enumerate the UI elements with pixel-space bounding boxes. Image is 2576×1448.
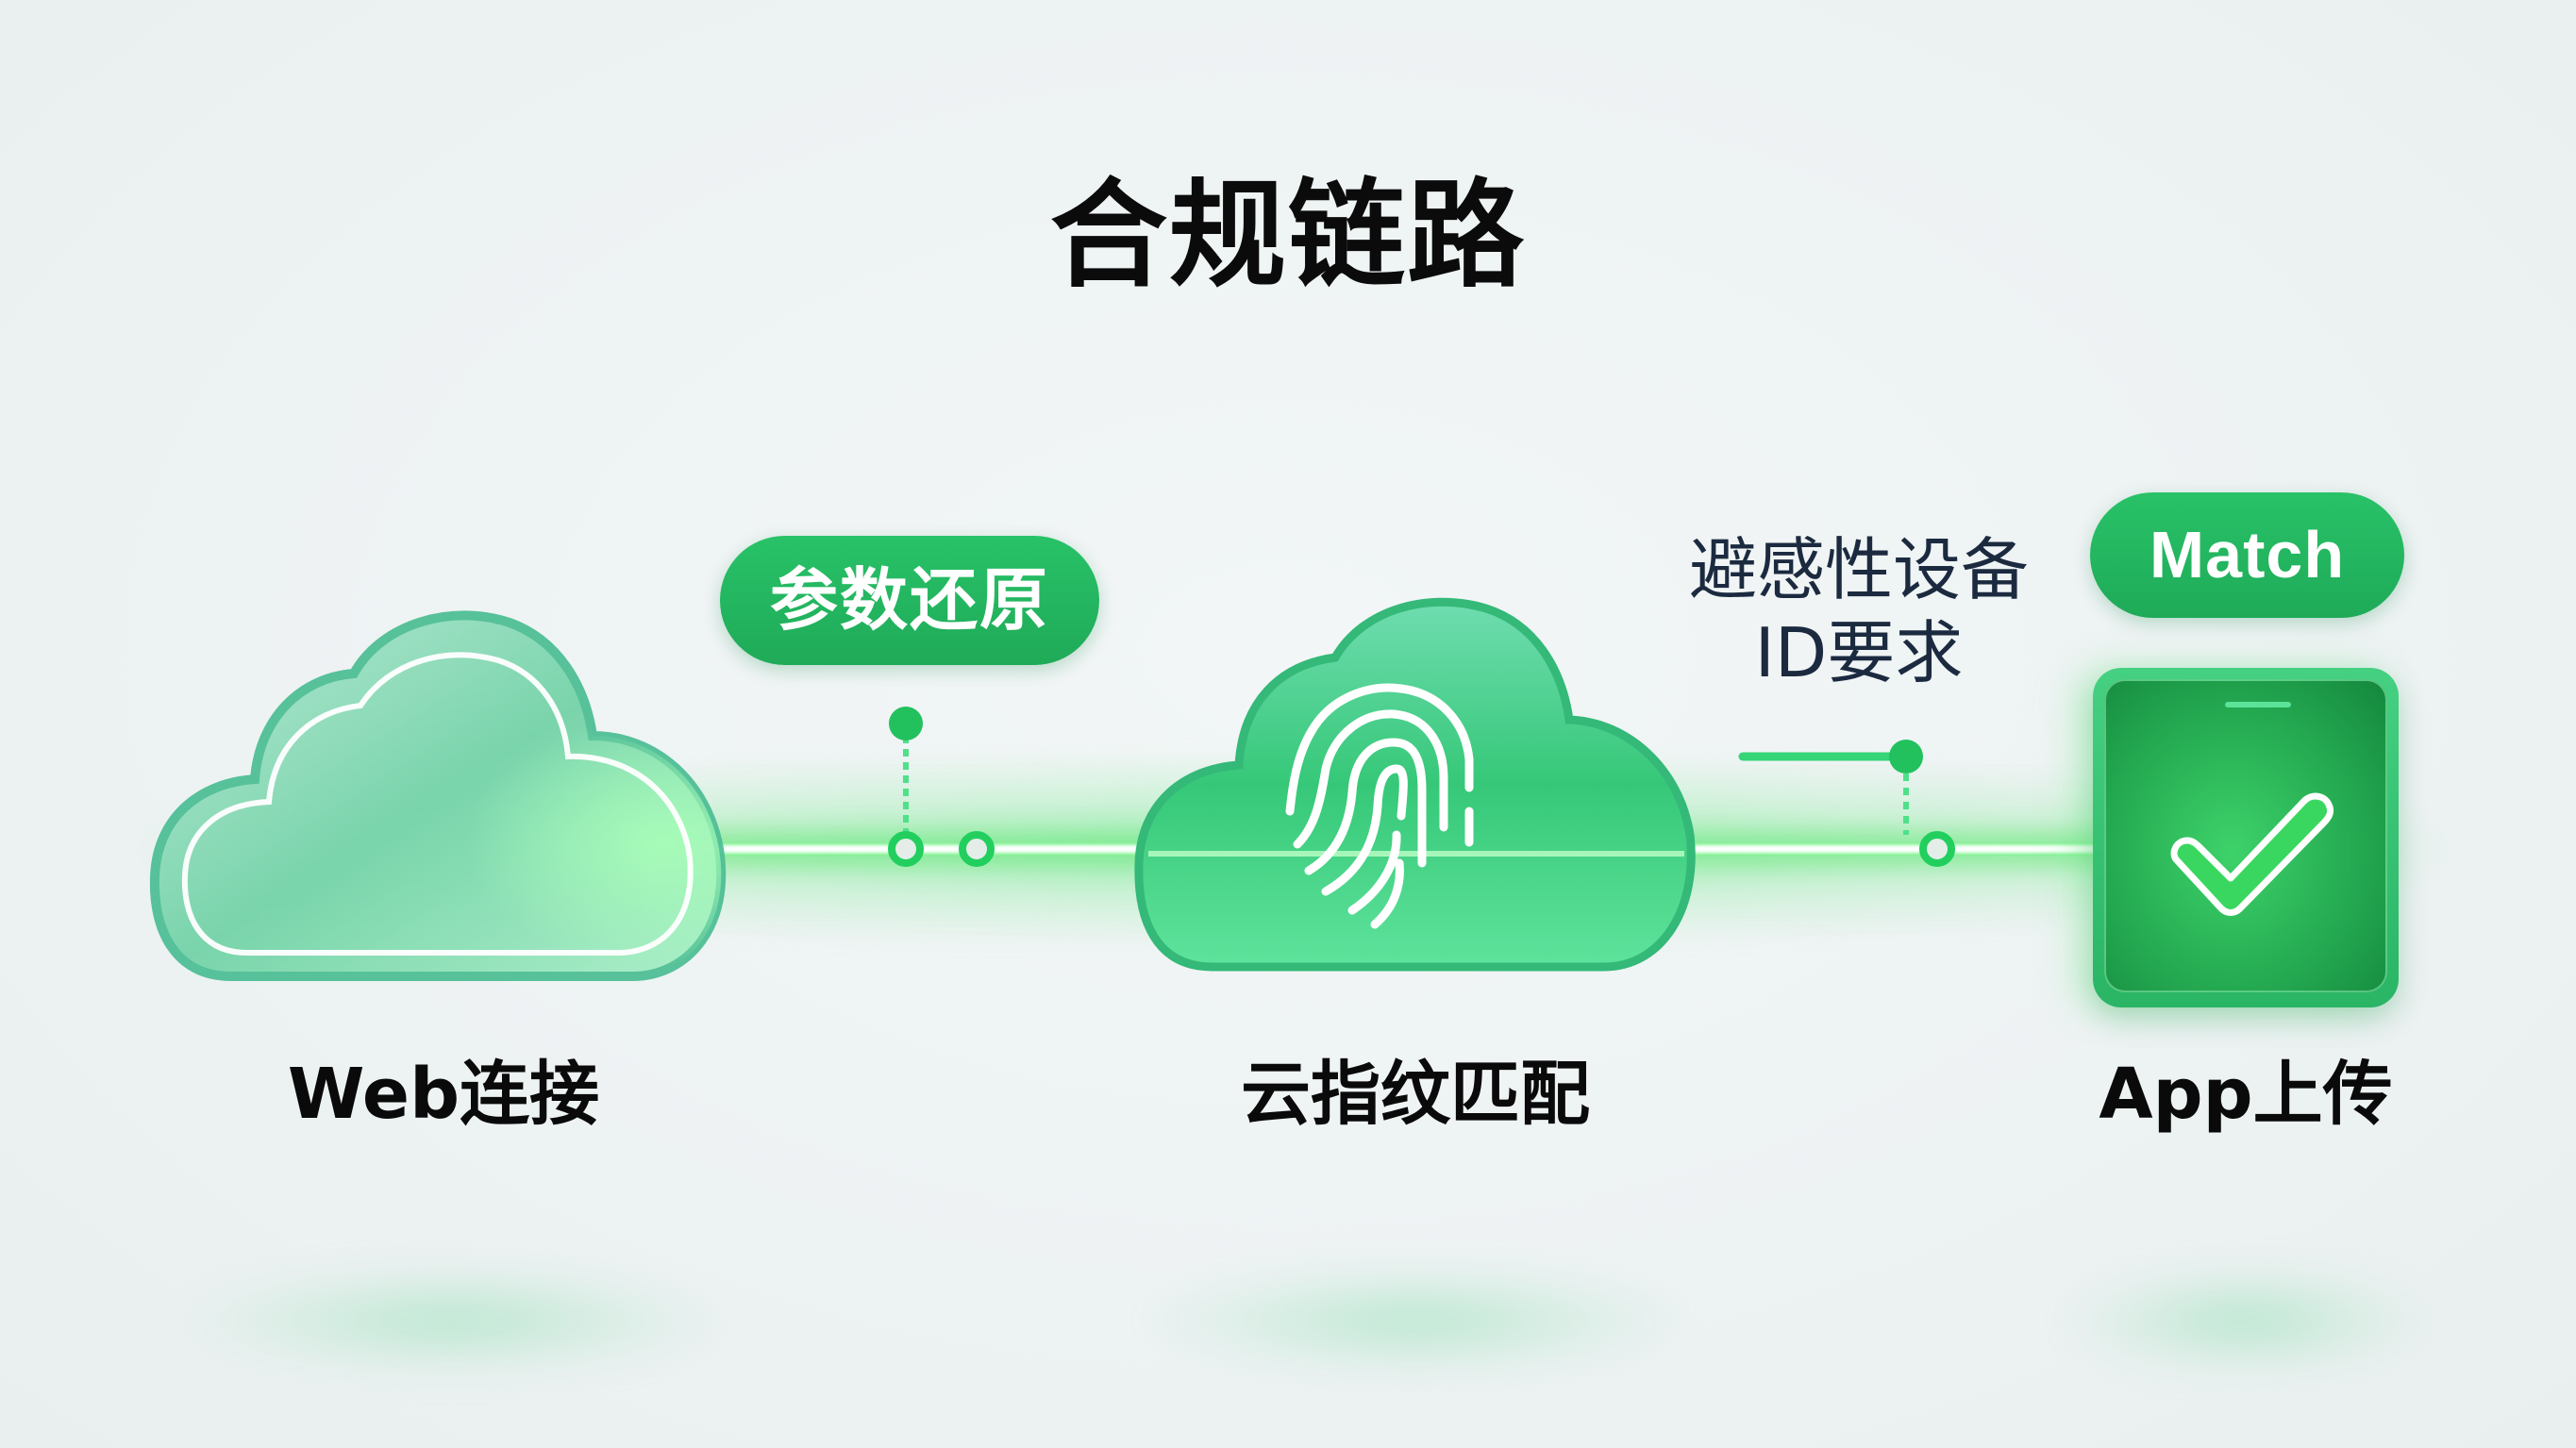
floor-reflection	[189, 1264, 717, 1377]
cloud-icon	[149, 610, 727, 981]
sensitive-id-note: 避感性设备 ID要求	[1670, 528, 2048, 694]
match-badge: Match	[2090, 492, 2404, 618]
floor-reflection	[1151, 1264, 1680, 1377]
sensitive-id-note-line2: ID要求	[1754, 613, 1964, 692]
step-label-app-upload: App上传	[2099, 1054, 2393, 1135]
step-label-web-connect: Web连接	[287, 1054, 600, 1135]
params-pin-connector	[888, 707, 995, 867]
fingerprint-icon	[1285, 683, 1474, 929]
sensitive-pin-connector	[1738, 740, 1955, 867]
params-restore-badge: 参数还原	[720, 536, 1099, 665]
fingerprint-cloud-icon	[1134, 597, 1696, 972]
floor-reflection	[2066, 1264, 2425, 1377]
node-ring-icon	[959, 831, 995, 867]
step-label-cloud-fingerprint: 云指纹匹配	[1241, 1054, 1590, 1135]
node-ring-icon	[888, 831, 924, 867]
phone-notch	[2225, 702, 2291, 707]
page-title: 合规链路	[1049, 168, 1526, 304]
node-ring-icon	[1919, 831, 1955, 867]
sensitive-id-note-line1: 避感性设备	[1688, 530, 2029, 609]
phone-check-icon	[2093, 668, 2399, 1007]
checkmark-icon	[2170, 792, 2334, 916]
